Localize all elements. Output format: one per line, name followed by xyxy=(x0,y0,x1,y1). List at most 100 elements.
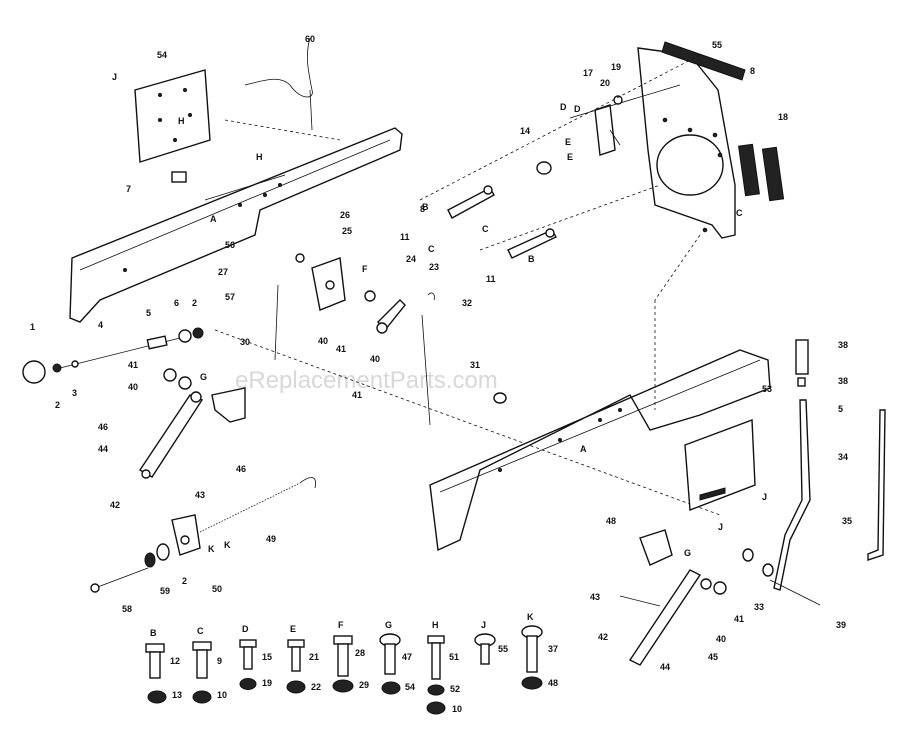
letter-c-3: C xyxy=(482,224,489,234)
callout-32: 32 xyxy=(462,298,472,308)
bolt-15 xyxy=(239,639,257,690)
callout-59: 59 xyxy=(160,586,170,596)
callout-55: 55 xyxy=(712,40,722,50)
bolt-9 xyxy=(192,641,212,704)
rubber-strip-55 xyxy=(661,41,746,81)
letter-c-2: C xyxy=(428,244,435,254)
letter-d-2: D xyxy=(574,104,581,114)
legend-nut-29: 29 xyxy=(359,680,369,690)
callout-40-right: 40 xyxy=(370,354,380,364)
callout-40-mid: 40 xyxy=(318,336,328,346)
bolt-12 xyxy=(145,643,167,704)
callout-27: 27 xyxy=(218,267,228,277)
spring-49 xyxy=(199,477,317,533)
links-8-11 xyxy=(419,54,701,259)
callout-42-left: 42 xyxy=(110,500,120,510)
central-shaft xyxy=(22,327,721,516)
callout-46-bracket: 46 xyxy=(236,464,246,474)
callout-38-upper: 38 xyxy=(838,340,848,350)
callout-53: 53 xyxy=(762,384,772,394)
callout-44-right: 44 xyxy=(660,662,670,672)
bolt-51 xyxy=(426,635,446,715)
callout-2-lower: 2 xyxy=(182,576,187,586)
callout-11-upper: 11 xyxy=(400,232,410,242)
callout-49: 49 xyxy=(266,534,276,544)
arm-42-right xyxy=(619,529,821,666)
letter-j-1: J xyxy=(112,72,117,82)
spacer-14 xyxy=(536,161,552,175)
legend-nut-54: 54 xyxy=(405,682,415,692)
bolt-21 xyxy=(286,639,306,694)
legend-bolt-9: 9 xyxy=(217,656,222,666)
legend-letter-h: H xyxy=(432,620,439,630)
legend-washer-10: 10 xyxy=(452,704,462,714)
legend-letter-j: J xyxy=(481,620,486,630)
lever-assembly-f xyxy=(295,253,406,334)
callout-5: 5 xyxy=(146,308,151,318)
callout-20: 20 xyxy=(600,78,610,88)
callout-8: 8 xyxy=(750,66,755,76)
letter-g-2: G xyxy=(684,548,691,558)
callout-25: 25 xyxy=(342,226,352,236)
bolt-28 xyxy=(332,635,354,693)
letter-k-2: K xyxy=(224,540,231,550)
legend-letter-f: F xyxy=(338,620,344,630)
hardware-legend-labels: B 12 13 C 9 10 D 15 19 E 21 22 F 28 29 G… xyxy=(150,612,558,714)
letter-k-1: K xyxy=(208,544,215,554)
legend-letter-e: E xyxy=(290,624,296,634)
legend-letter-k: K xyxy=(527,612,534,622)
callout-24: 24 xyxy=(406,254,416,264)
callout-45: 45 xyxy=(708,652,718,662)
hardware-legend xyxy=(145,625,543,715)
letter-d-1: D xyxy=(560,102,567,112)
legend-bolt-55: 55 xyxy=(498,644,508,654)
letter-e-1: E xyxy=(565,137,571,147)
block-7 xyxy=(171,171,187,183)
legend-nut-52: 52 xyxy=(450,684,460,694)
letter-e-2: E xyxy=(567,152,573,162)
pads-16 xyxy=(738,143,785,202)
legend-bolt-28: 28 xyxy=(355,648,365,658)
bolt-47 xyxy=(379,633,401,695)
callout-60: 60 xyxy=(305,34,315,44)
arm-42-left xyxy=(139,368,204,479)
letter-h-2: H xyxy=(256,152,263,162)
callout-8-link: 8 xyxy=(420,204,425,214)
callout-50: 50 xyxy=(212,584,222,594)
callout-31: 31 xyxy=(470,360,480,370)
legend-letter-c: C xyxy=(197,626,204,636)
callout-2-upper: 2 xyxy=(192,298,197,308)
letter-f-1: F xyxy=(362,264,368,274)
callout-39: 39 xyxy=(836,620,846,630)
legend-nut-13: 13 xyxy=(172,690,182,700)
callout-6: 6 xyxy=(174,298,179,308)
legend-letter-g: G xyxy=(385,620,392,630)
callout-23: 23 xyxy=(429,262,439,272)
bolt-37 xyxy=(521,625,543,690)
legend-bolt-15: 15 xyxy=(262,652,272,662)
callout-41-lower: 41 xyxy=(352,390,362,400)
callout-43-left: 43 xyxy=(195,490,205,500)
callout-1: 1 xyxy=(30,322,35,332)
legend-letter-b: B xyxy=(150,628,157,638)
legend-bolt-21: 21 xyxy=(309,652,319,662)
callout-3: 3 xyxy=(72,388,77,398)
callout-48-right: 48 xyxy=(606,516,616,526)
legend-nut-10: 10 xyxy=(217,690,227,700)
bolt-55 xyxy=(474,633,496,665)
legend-nut-19: 19 xyxy=(262,678,272,688)
legend-bolt-47: 47 xyxy=(402,652,412,662)
callout-54: 54 xyxy=(157,50,167,60)
letter-c-1: C xyxy=(736,208,743,218)
letter-g-1: G xyxy=(200,372,207,382)
callout-26: 26 xyxy=(340,210,350,220)
watermark-text: eReplacementParts.com xyxy=(235,367,498,394)
callout-33: 33 xyxy=(754,602,764,612)
letter-j-2: J xyxy=(762,492,767,502)
letter-a-1: A xyxy=(210,214,217,224)
callout-43-right: 43 xyxy=(590,592,600,602)
callout-2-left: 2 xyxy=(55,400,60,410)
handle-34 xyxy=(773,339,886,591)
callout-41-mid: 41 xyxy=(336,344,346,354)
